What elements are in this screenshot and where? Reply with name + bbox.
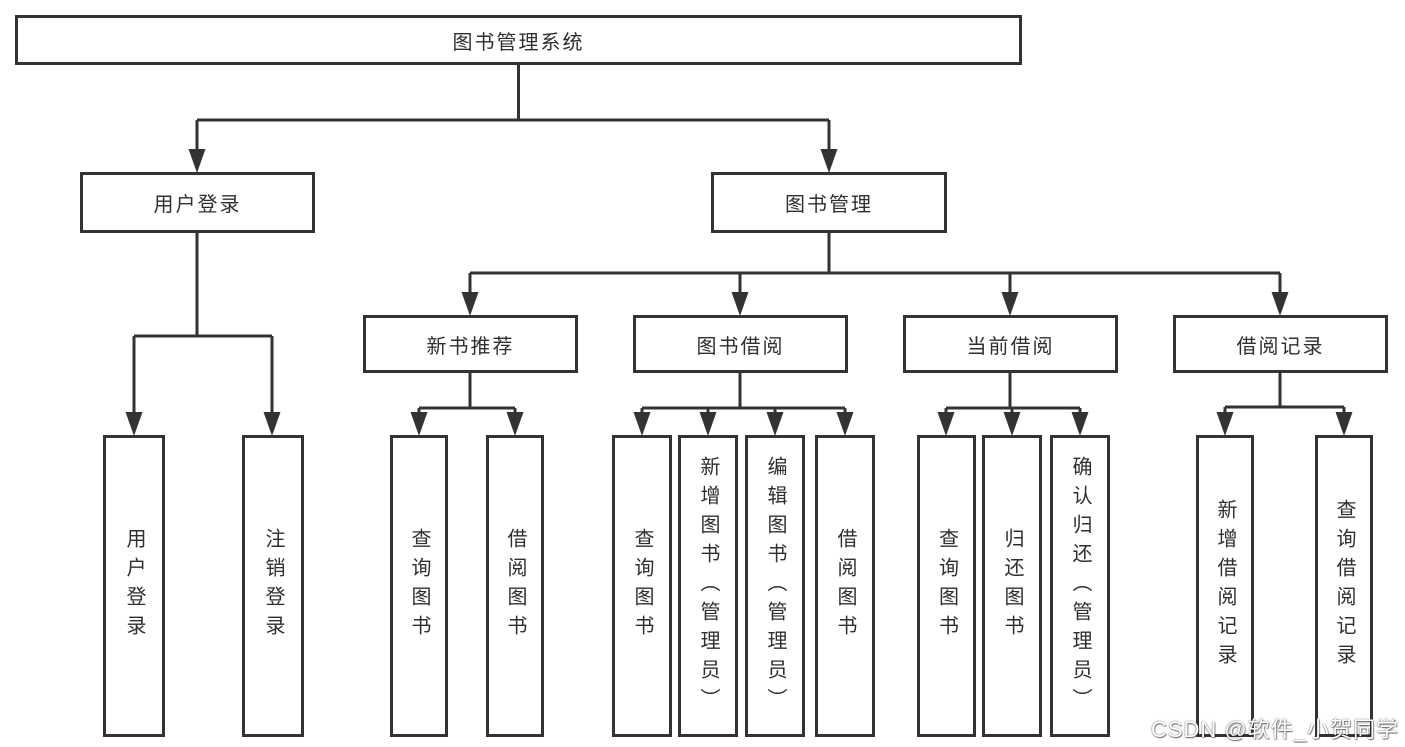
leaf-user-login: 用户登录 bbox=[103, 435, 165, 737]
node-label: 查询图书 bbox=[408, 528, 430, 644]
node-label: 注销登录 bbox=[262, 528, 284, 644]
leaf-records-query-record: 查询借阅记录 bbox=[1315, 435, 1373, 737]
node-label: 查询图书 bbox=[935, 528, 958, 644]
node-label: 查询图书 bbox=[631, 528, 653, 644]
leaf-borrow-edit-books-admin: 编辑图书（管理员） bbox=[745, 435, 805, 737]
node-label: 图书管理 bbox=[785, 194, 873, 216]
node-label: 借阅图书 bbox=[834, 528, 856, 644]
leaf-logout: 注销登录 bbox=[242, 435, 304, 737]
node-current-borrow: 当前借阅 bbox=[903, 315, 1118, 373]
node-label: 图书借阅 bbox=[696, 335, 785, 358]
node-label: 新书推荐 bbox=[426, 335, 515, 358]
leaf-borrow-add-books-admin: 新增图书（管理员） bbox=[678, 435, 738, 737]
node-new-book-recommend: 新书推荐 bbox=[363, 315, 578, 373]
leaf-borrow-query-books: 查询图书 bbox=[612, 435, 672, 737]
node-label: 查询借阅记录 bbox=[1333, 499, 1355, 673]
node-label: 借阅记录 bbox=[1236, 335, 1325, 358]
node-label: 新增图书（管理员） bbox=[697, 455, 719, 717]
node-label: 编辑图书（管理员） bbox=[764, 455, 786, 717]
node-label: 归还图书 bbox=[1001, 528, 1023, 644]
node-label: 借阅图书 bbox=[504, 528, 526, 644]
node-label: 用户登录 bbox=[153, 194, 242, 216]
node-label: 新增借阅记录 bbox=[1214, 499, 1236, 673]
node-book-management: 图书管理 bbox=[711, 172, 947, 233]
node-label: 图书管理系统 bbox=[452, 31, 585, 54]
node-borrow-records: 借阅记录 bbox=[1173, 315, 1388, 373]
leaf-current-confirm-return-admin: 确认归还（管理员） bbox=[1050, 435, 1110, 737]
leaf-current-query-books: 查询图书 bbox=[917, 435, 976, 737]
leaf-records-add-record: 新增借阅记录 bbox=[1196, 435, 1254, 737]
leaf-current-return-books: 归还图书 bbox=[982, 435, 1042, 737]
leaf-newrec-borrow-books: 借阅图书 bbox=[486, 435, 544, 737]
node-book-borrow: 图书借阅 bbox=[633, 315, 848, 373]
leaf-borrow-borrow-books: 借阅图书 bbox=[815, 435, 875, 737]
node-root: 图书管理系统 bbox=[15, 15, 1022, 65]
csdn-watermark: CSDN @软件_小贺同学 bbox=[1150, 717, 1399, 742]
node-user-login: 用户登录 bbox=[80, 172, 315, 233]
node-label: 用户登录 bbox=[123, 528, 145, 644]
node-label: 当前借阅 bbox=[966, 335, 1055, 358]
leaf-newrec-query-books: 查询图书 bbox=[390, 435, 448, 737]
node-label: 确认归还（管理员） bbox=[1069, 455, 1091, 717]
